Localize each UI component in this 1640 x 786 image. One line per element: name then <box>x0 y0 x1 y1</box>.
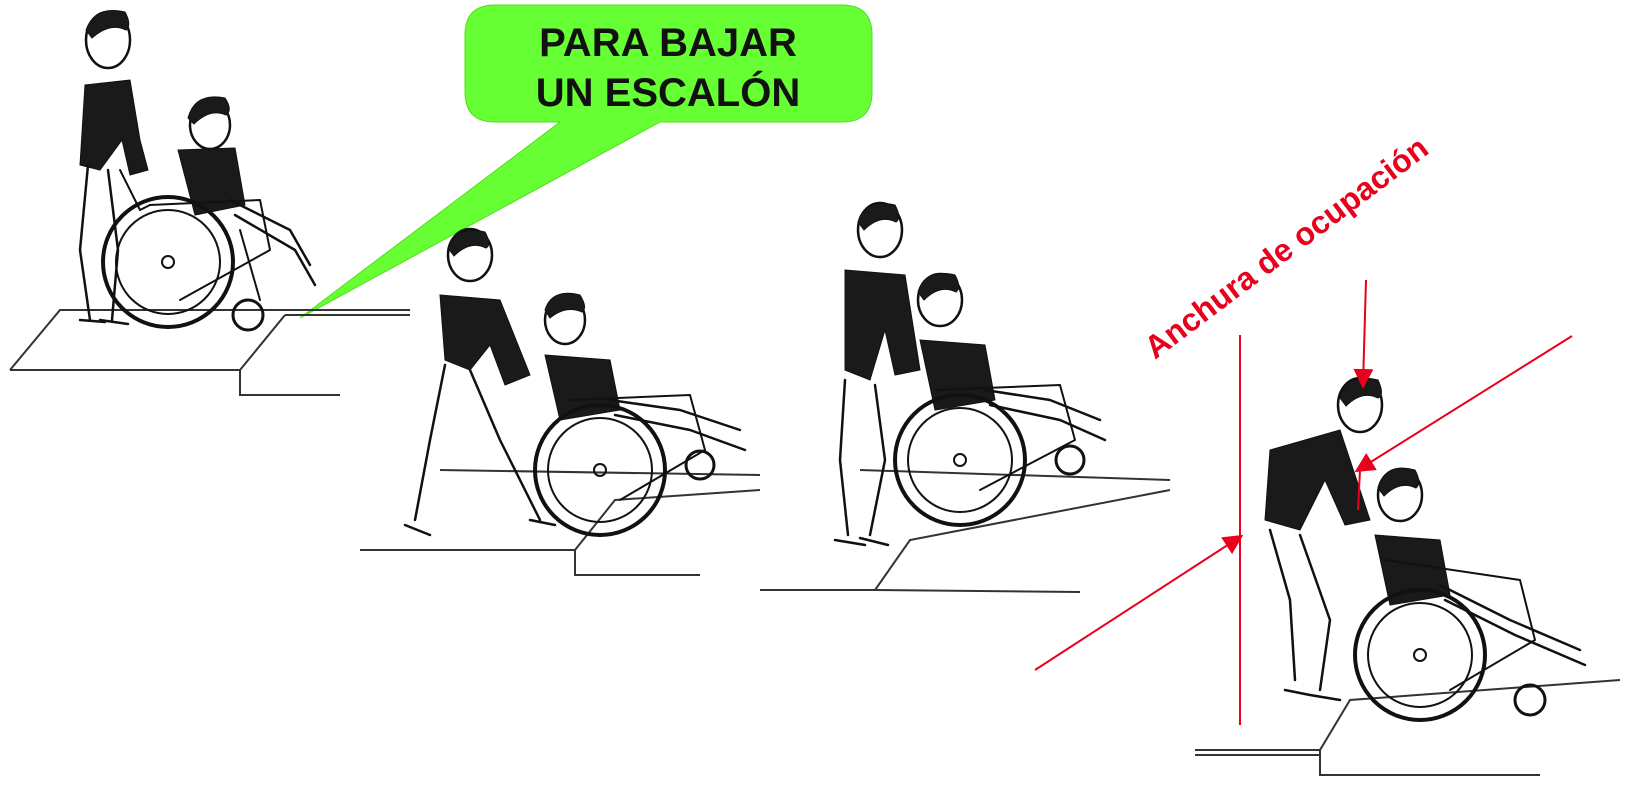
dimension-arrow-right <box>1354 335 1573 473</box>
frame-4 <box>1195 376 1621 776</box>
dimension-arrow-left <box>1034 534 1244 671</box>
occupied-width-label: Anchura de ocupación <box>1138 129 1435 365</box>
wheelchair-user-figure <box>1374 467 1587 667</box>
occupied-width-annotation: Anchura de ocupación <box>1034 129 1573 725</box>
wheelchair <box>533 394 716 537</box>
frame-1 <box>9 10 410 396</box>
wheelchair-user-figure <box>916 272 1107 442</box>
caregiver-figure <box>403 227 557 537</box>
reference-line-short <box>1357 469 1361 511</box>
wheelchair-user-figure <box>543 292 747 452</box>
frame-3 <box>760 201 1171 593</box>
caregiver-figure <box>78 10 149 326</box>
wheelchair-user-figure <box>177 96 317 287</box>
pointer-arrow-head <box>1353 279 1374 389</box>
wheelchair <box>1353 559 1547 722</box>
callout-bubble: PARA BAJAR UN ESCALÓN <box>299 4 873 319</box>
callout-line-1: PARA BAJAR <box>539 21 797 65</box>
caregiver-figure <box>833 201 921 547</box>
caregiver-figure <box>1264 376 1384 702</box>
wheelchair <box>893 384 1086 527</box>
callout-line-2: UN ESCALÓN <box>536 69 800 115</box>
wheelchair <box>101 169 271 332</box>
frame-2 <box>360 227 761 576</box>
step-upper-edge <box>9 309 410 371</box>
